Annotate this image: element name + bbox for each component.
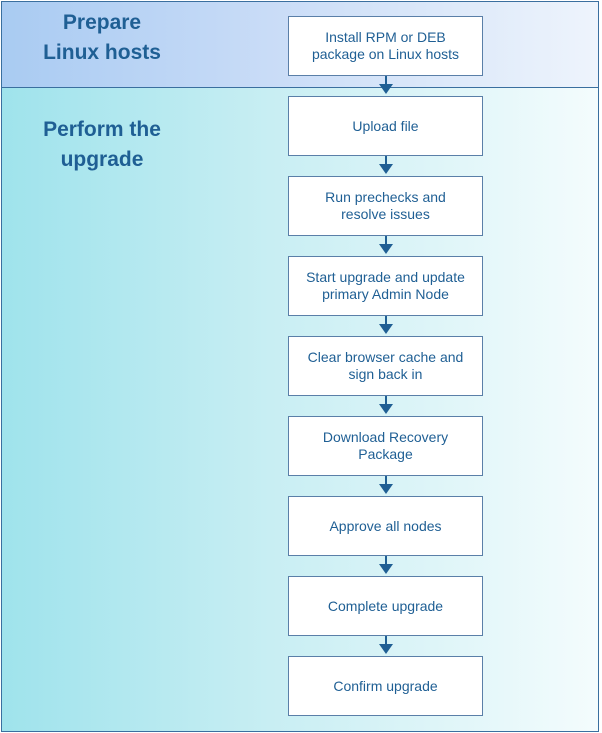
perform-title-line-1: Perform the — [43, 118, 161, 141]
step-complete-upgrade: Complete upgrade — [288, 576, 483, 636]
step-confirm-upgrade: Confirm upgrade — [288, 656, 483, 716]
step-upload-file: Upload file — [288, 96, 483, 156]
step-run-prechecks-line-2: resolve issues — [341, 206, 430, 222]
step-clear-browser-cache-line-2: sign back in — [348, 366, 423, 382]
arrow-down-icon — [379, 404, 393, 414]
step-approve-all-nodes-label: Approve all nodes — [329, 517, 442, 534]
arrow-down-icon — [379, 164, 393, 174]
step-complete-upgrade-label: Complete upgrade — [327, 597, 444, 614]
step-start-upgrade-line-2: primary Admin Node — [322, 286, 449, 302]
perform-title-line-2: upgrade — [60, 148, 144, 171]
prepare-section-title: Prepare Linux hosts — [20, 8, 184, 68]
connector-line — [385, 476, 387, 484]
step-install-package-line-2: package on Linux hosts — [311, 46, 460, 62]
prepare-title-line-1: Prepare — [62, 11, 142, 34]
step-download-recovery-package-line-1: Download Recovery — [322, 429, 449, 445]
connector-line — [385, 76, 387, 84]
step-clear-browser-cache: Clear browser cache and sign back in — [288, 336, 483, 396]
connector-line — [385, 396, 387, 404]
connector-line — [385, 316, 387, 324]
arrow-down-icon — [379, 644, 393, 654]
arrow-down-icon — [379, 484, 393, 494]
step-run-prechecks-line-1: Run prechecks and — [325, 189, 446, 205]
arrow-down-icon — [379, 324, 393, 334]
arrow-down-icon — [379, 244, 393, 254]
step-install-package: Install RPM or DEB package on Linux host… — [288, 16, 483, 76]
step-download-recovery-package-line-2: Package — [358, 446, 413, 462]
connector-line — [385, 636, 387, 644]
step-confirm-upgrade-label: Confirm upgrade — [333, 677, 438, 694]
connector-line — [385, 156, 387, 164]
step-approve-all-nodes: Approve all nodes — [288, 496, 483, 556]
step-clear-browser-cache-line-1: Clear browser cache and — [307, 349, 464, 365]
step-start-upgrade-line-1: Start upgrade and update — [306, 269, 465, 285]
step-run-prechecks: Run prechecks and resolve issues — [288, 176, 483, 236]
step-upload-file-label: Upload file — [352, 117, 419, 134]
connector-line — [385, 556, 387, 564]
step-start-upgrade: Start upgrade and update primary Admin N… — [288, 256, 483, 316]
connector-line — [385, 236, 387, 244]
arrow-down-icon — [379, 84, 393, 94]
step-download-recovery-package: Download Recovery Package — [288, 416, 483, 476]
step-install-package-line-1: Install RPM or DEB — [325, 29, 446, 45]
prepare-title-line-2: Linux hosts — [43, 41, 161, 64]
perform-section-title: Perform the upgrade — [20, 115, 184, 175]
arrow-down-icon — [379, 564, 393, 574]
